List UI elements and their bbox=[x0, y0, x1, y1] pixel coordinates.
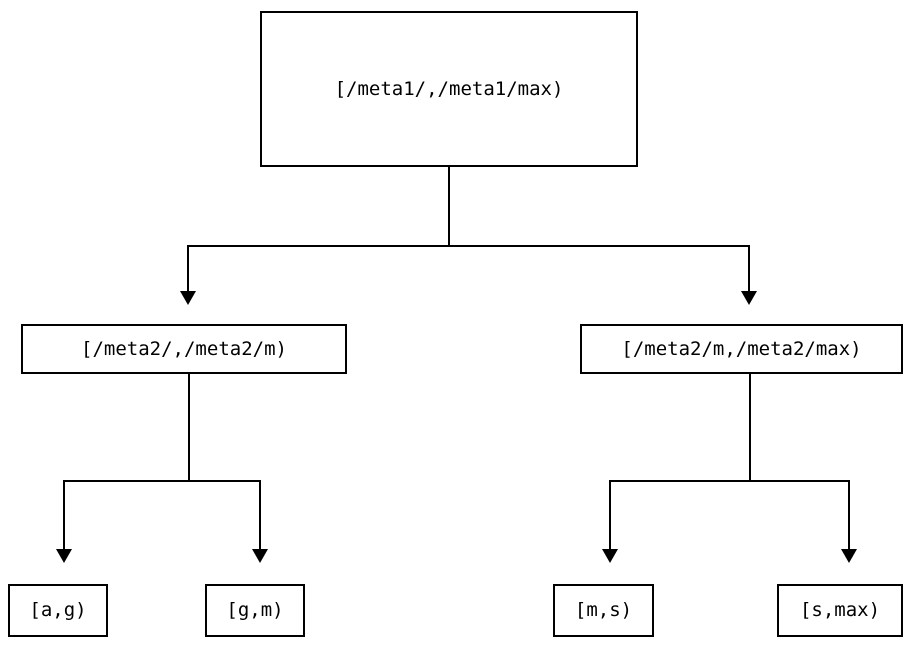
edge-level2-right-stem bbox=[749, 374, 751, 481]
arrow-level2-left-to-leaf-1-icon bbox=[252, 549, 268, 563]
tree-leaf-a-g-label: [a,g) bbox=[29, 599, 87, 621]
tree-leaf-s-max-label: [s,max) bbox=[799, 599, 881, 621]
arrow-level2-right-to-leaf-2-icon bbox=[602, 549, 618, 563]
tree-node-level2-right[interactable]: [/meta2/m,/meta2/max) bbox=[580, 324, 903, 374]
tree-leaf-g-m[interactable]: [g,m) bbox=[205, 584, 305, 637]
edge-root-to-level2-1-drop bbox=[748, 245, 750, 292]
edge-level2-right-bar bbox=[609, 480, 850, 482]
tree-leaf-a-g[interactable]: [a,g) bbox=[8, 584, 108, 637]
edge-level2-left-to-leaf-1-drop bbox=[259, 480, 261, 550]
tree-leaf-m-s[interactable]: [m,s) bbox=[553, 584, 654, 637]
edge-level2-left-to-leaf-0-drop bbox=[63, 480, 65, 550]
arrow-root-to-level2-1-icon bbox=[741, 291, 757, 305]
tree-node-root[interactable]: [/meta1/,/meta1/max) bbox=[260, 11, 638, 167]
arrow-root-to-level2-0-icon bbox=[180, 291, 196, 305]
tree-leaf-m-s-label: [m,s) bbox=[574, 599, 633, 621]
tree-node-level2-right-label: [/meta2/m,/meta2/max) bbox=[621, 337, 862, 360]
edge-root-stem bbox=[448, 167, 450, 246]
tree-node-root-label: [/meta1/,/meta1/max) bbox=[334, 77, 564, 100]
tree-node-level2-left-label: [/meta2/,/meta2/m) bbox=[81, 337, 287, 360]
edge-level2-right-to-leaf-2-drop bbox=[609, 480, 611, 550]
edge-level2-left-stem bbox=[188, 374, 190, 481]
arrow-level2-left-to-leaf-0-icon bbox=[56, 549, 72, 563]
tree-leaf-g-m-label: [g,m) bbox=[226, 599, 284, 621]
arrow-level2-right-to-leaf-3-icon bbox=[841, 549, 857, 563]
edge-level2-left-bar bbox=[63, 480, 260, 482]
edge-root-bar bbox=[187, 245, 750, 247]
tree-node-level2-left[interactable]: [/meta2/,/meta2/m) bbox=[21, 324, 347, 374]
tree-leaf-s-max[interactable]: [s,max) bbox=[777, 584, 903, 637]
edge-root-to-level2-0-drop bbox=[187, 245, 189, 292]
edge-level2-right-to-leaf-3-drop bbox=[848, 480, 850, 550]
